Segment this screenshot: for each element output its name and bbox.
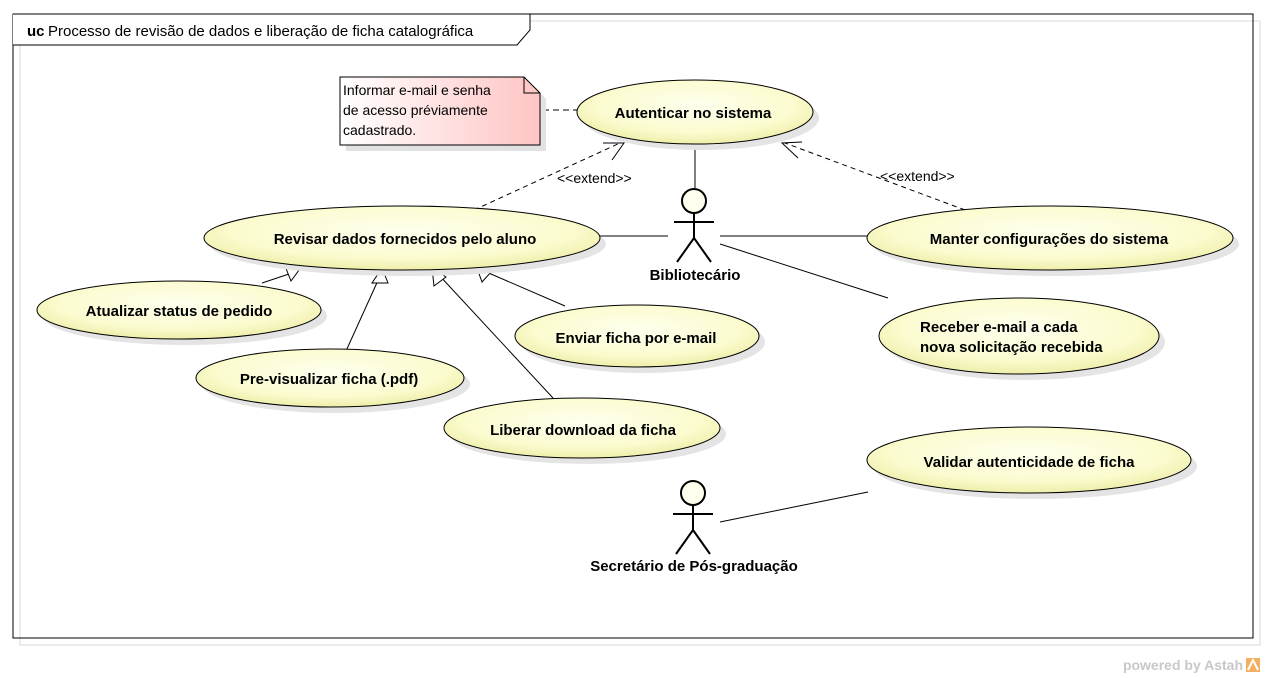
usecase-previsualizar-label: Pre-visualizar ficha (.pdf) [240, 371, 418, 388]
note-fold [523, 77, 540, 94]
frame-title: Processo de revisão de dados e liberação… [48, 23, 474, 40]
astah-logo-icon [1246, 657, 1260, 672]
usecase-atualizar-label: Atualizar status de pedido [86, 303, 273, 320]
gen-enviar [483, 270, 566, 307]
usecase-receber[interactable]: Receber e-mail a cada nova solicitação r… [878, 297, 1165, 380]
usecase-validar-label: Validar autenticidade de ficha [924, 454, 1136, 471]
assoc-bib-receber [719, 243, 889, 299]
usecase-revisar-label: Revisar dados fornecidos pelo aluno [274, 231, 537, 248]
usecase-liberar[interactable]: Liberar download da ficha [443, 397, 726, 464]
usecase-revisar[interactable]: Revisar dados fornecidos pelo aluno [203, 205, 606, 276]
actor-secretario-head-icon [680, 480, 706, 506]
usecase-autenticar[interactable]: Autenticar no sistema [576, 79, 819, 150]
extend-right-label: <<extend>> [880, 168, 955, 184]
usecase-receber-label-2: nova solicitação recebida [920, 339, 1103, 356]
usecase-manter[interactable]: Manter configurações do sistema [866, 205, 1239, 276]
actor-secretario[interactable] [673, 480, 713, 555]
frame-title-tab [13, 13, 531, 46]
usecase-manter-label: Manter configurações do sistema [930, 231, 1169, 248]
note-box [339, 76, 541, 146]
frame-shadow [19, 20, 1261, 646]
note-line-1: Informar e-mail e senha [343, 82, 491, 98]
extend-right-arrow [780, 141, 803, 159]
usecase-liberar-label: Liberar download da ficha [490, 422, 677, 439]
footer-powered-by: powered by Astah [1123, 657, 1243, 673]
usecase-previsualizar[interactable]: Pre-visualizar ficha (.pdf) [195, 348, 470, 413]
extend-left-label: <<extend>> [557, 170, 632, 186]
actor-bibliotecario-label: Bibliotecário [650, 267, 741, 284]
gen-liberar [437, 273, 554, 399]
note: Informar e-mail e senha de acesso prévia… [339, 76, 546, 151]
extend-left-arrow [603, 142, 625, 161]
frame-kind: uc [27, 23, 45, 40]
assoc-sec-validar [719, 491, 869, 523]
gen-previsualizar [345, 275, 381, 352]
usecase-receber-label-1: Receber e-mail a cada [920, 319, 1078, 336]
usecase-atualizar[interactable]: Atualizar status de pedido [36, 280, 327, 345]
note-line-2: de acesso préviamente [343, 102, 488, 118]
actor-secretario-label: Secretário de Pós-graduação [590, 558, 798, 575]
actor-bibliotecario[interactable] [674, 188, 714, 263]
actor-bibliotecario-head-icon [681, 188, 707, 214]
usecase-enviar-label: Enviar ficha por e-mail [556, 330, 717, 347]
diagram-frame [12, 13, 1254, 639]
note-line-3: cadastrado. [343, 122, 416, 138]
usecase-autenticar-label: Autenticar no sistema [615, 105, 772, 122]
usecase-enviar[interactable]: Enviar ficha por e-mail [514, 304, 765, 373]
usecase-validar[interactable]: Validar autenticidade de ficha [866, 426, 1197, 499]
